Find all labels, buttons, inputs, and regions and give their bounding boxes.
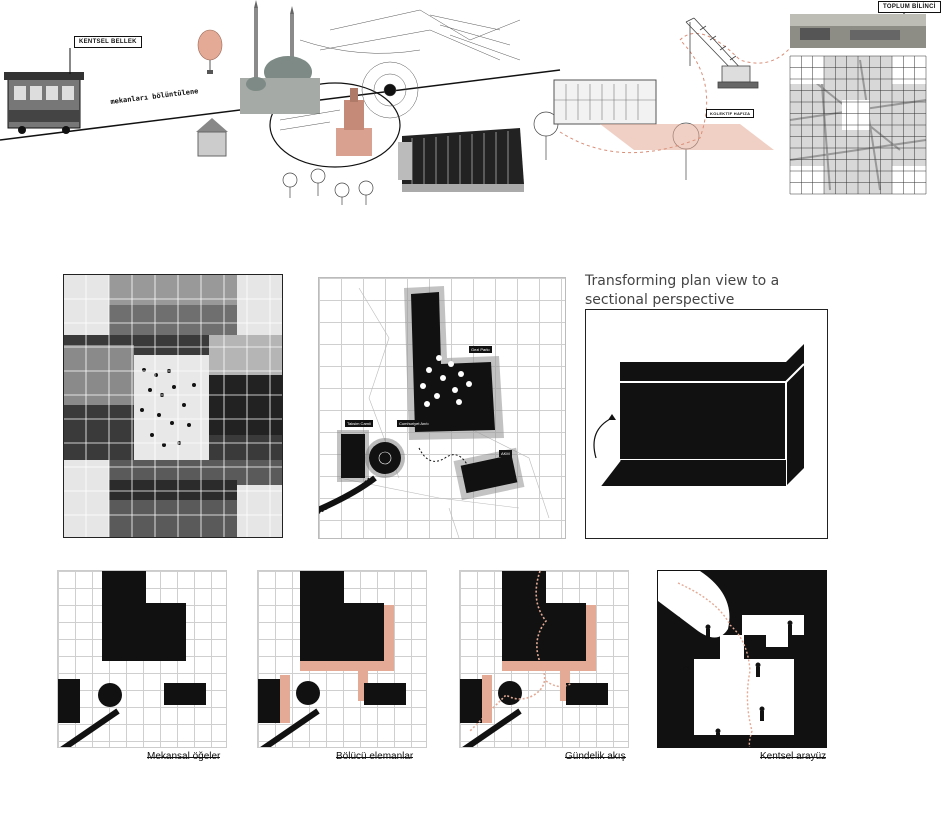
akm-building-icon (398, 128, 524, 192)
step-label-3: Gündelik akış (565, 751, 626, 762)
photo-collage (64, 275, 282, 537)
step-panel-3 (459, 570, 629, 748)
step1-drawing (58, 571, 206, 747)
photo-grid-panel (63, 274, 283, 538)
kiosk-icon (196, 118, 228, 157)
plan-map-panel: Gezi Parkı Taksim Camii Cumhuriyet Anıtı… (318, 277, 566, 539)
label-kolektif: KOLEKTİF HAFIZA (706, 109, 755, 118)
urban-memory-collage: KENTSEL BELLEK mekanları bölüntülene TOP… (0, 0, 948, 205)
monument-icon (336, 88, 372, 156)
step-panel-2 (257, 570, 427, 748)
plan-label-gezi: Gezi Parkı (469, 346, 492, 353)
step4-drawing (658, 571, 804, 747)
step2-drawing (258, 571, 406, 747)
plan-label-cumhuriyet: Cumhuriyet Anıtı (397, 420, 431, 427)
plan-label-taksim-camii: Taksim Camii (345, 420, 373, 427)
mosque-icon (240, 0, 320, 114)
balloon-icon (197, 29, 223, 74)
crane-icon (685, 17, 759, 89)
tram-icon (4, 72, 84, 134)
step-panel-4 (657, 570, 827, 748)
step3-drawing (460, 571, 608, 747)
label-kentsel-bellek: KENTSEL BELLEK (74, 36, 142, 48)
collage-drawing (0, 0, 927, 205)
plan-drawing (319, 286, 550, 538)
tree-icons (282, 111, 700, 205)
plan-label-akm: AKM (499, 450, 512, 457)
historic-photo (790, 14, 926, 48)
label-toplum-bilinci: TOPLUM BİLİNCİ (878, 1, 941, 13)
step-label-2: Bölücü elemanlar (336, 751, 414, 762)
ground-plane (600, 124, 774, 150)
section-drawing (593, 344, 805, 487)
step-panel-1 (57, 570, 227, 748)
step-label-4: Kentsel arayüz (760, 751, 827, 762)
section-panel (585, 309, 828, 539)
step-label-1: Mekansal öğeler (147, 751, 221, 762)
section-title: Transforming plan view to a sectional pe… (585, 273, 780, 308)
historic-building-icon (553, 79, 657, 125)
